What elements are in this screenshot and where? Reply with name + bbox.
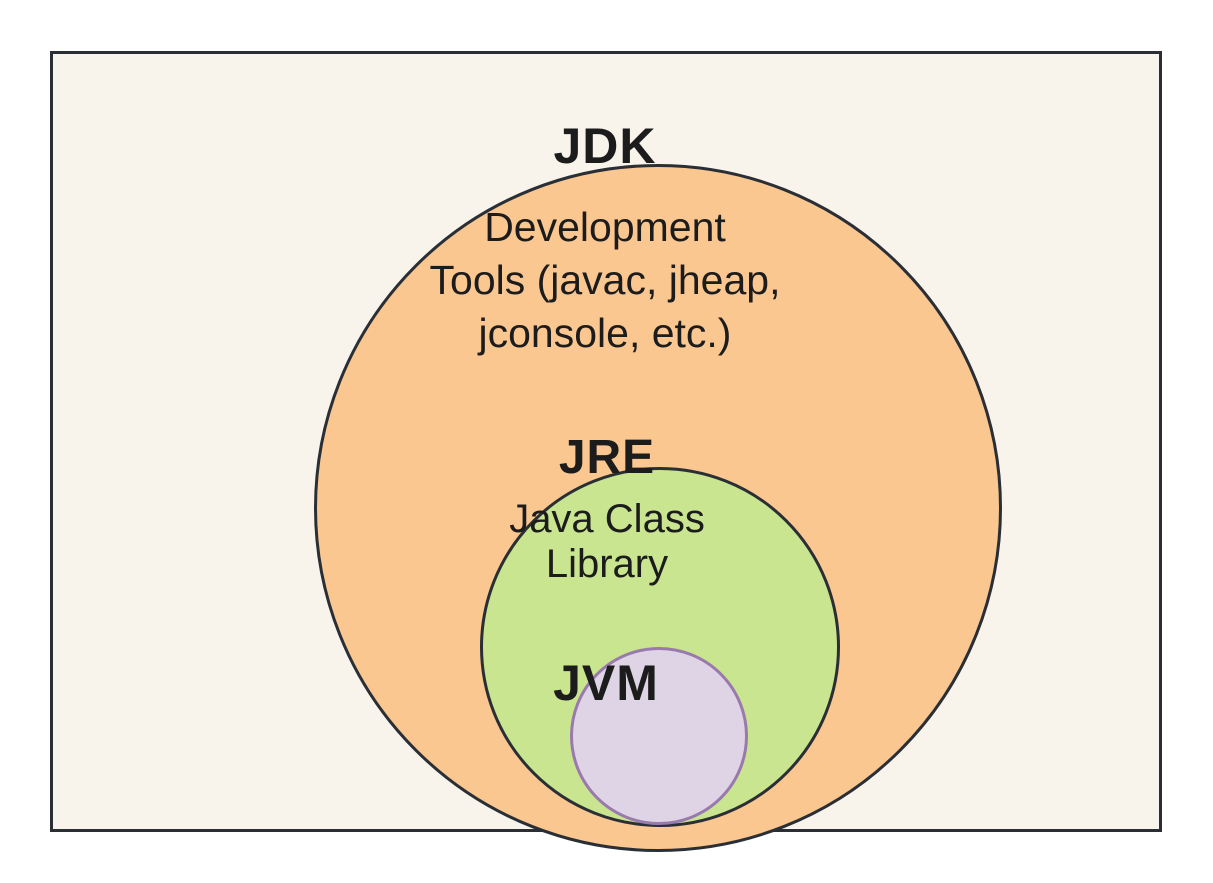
- jdk-label: JDK: [553, 118, 657, 174]
- jvm-label: JVM: [553, 655, 659, 711]
- jdk-description-line-3: jconsole, etc.): [478, 310, 732, 356]
- jre-description-line-2: Library: [545, 542, 669, 586]
- jre-description: Java Class Library: [427, 497, 787, 587]
- jdk-description-line-1: Development: [484, 204, 726, 250]
- diagram-frame: [50, 51, 1162, 852]
- jvm-circle: [570, 647, 748, 825]
- jdk-description: Development Tools (javac, jheap, jconsol…: [261, 201, 949, 360]
- jre-description-line-1: Java Class: [509, 497, 705, 541]
- jdk-description-line-2: Tools (javac, jheap,: [429, 257, 781, 303]
- jre-label: JRE: [558, 431, 656, 484]
